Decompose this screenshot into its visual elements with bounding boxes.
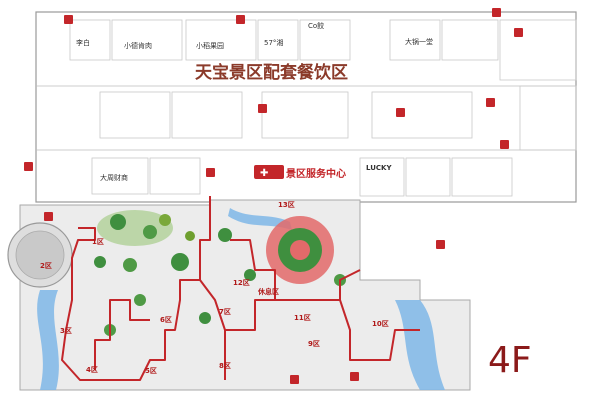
zone-6-label: 6区 (160, 316, 172, 324)
zone-4-label: 4区 (86, 366, 98, 374)
svg-text:✚: ✚ (260, 168, 268, 179)
zone-9-label: 9区 (308, 340, 320, 348)
zone-13-label: 13区 (278, 201, 295, 209)
shop-5-label: Co餃 (308, 21, 324, 30)
rest-area-label: 休息区 (257, 287, 279, 296)
shop-grid-bottom (91, 157, 513, 197)
round-tower-inner (15, 230, 65, 280)
shop-8-label: 大周财商 (100, 173, 128, 182)
zone-8-label: 8区 (219, 362, 231, 370)
zone-12-label: 12区 (233, 279, 250, 287)
zone-11-label: 11区 (294, 314, 311, 322)
zone-7-label: 7区 (219, 308, 231, 316)
garden-right (218, 216, 346, 286)
shop-2-label: 小德肯肉 (124, 41, 152, 50)
shop-grid-top (69, 19, 577, 81)
shop-7-label: LUCKY (366, 164, 392, 172)
service-center: ✚ 景区服务中心 (254, 165, 346, 180)
zone-2-label: 2区 (40, 262, 52, 270)
shop-grid-middle (99, 85, 577, 151)
map-title: 天宝景区配套餐饮区 (195, 62, 348, 83)
garden-left (94, 210, 211, 336)
shop-3-label: 小稻果园 (196, 41, 224, 50)
service-markers (24, 8, 523, 384)
floor-indicator: 4F (488, 340, 532, 381)
shop-4-label: 57°湘 (264, 38, 283, 47)
zone-labels: 1区 2区 3区 4区 5区 6区 7区 8区 9区 10区 11区 12区 1… (40, 201, 389, 375)
building-outline (35, 11, 577, 203)
zone-1-label: 1区 (92, 238, 104, 246)
water-channel-top (228, 208, 292, 230)
shop-labels: 李白 小德肯肉 小稻果园 57°湘 Co餃 大锅一堂 LUCKY 大周财商 (76, 21, 433, 182)
zone-3-label: 3区 (60, 327, 72, 335)
service-center-label: 景区服务中心 (286, 167, 346, 180)
shop-1-label: 李白 (76, 38, 90, 47)
water-channel-left (37, 290, 59, 390)
walk-route (61, 196, 420, 381)
zone-10-label: 10区 (372, 320, 389, 328)
shop-6-label: 大锅一堂 (405, 37, 433, 46)
water-channel-right (395, 300, 445, 390)
zone-5-label: 5区 (145, 367, 157, 375)
